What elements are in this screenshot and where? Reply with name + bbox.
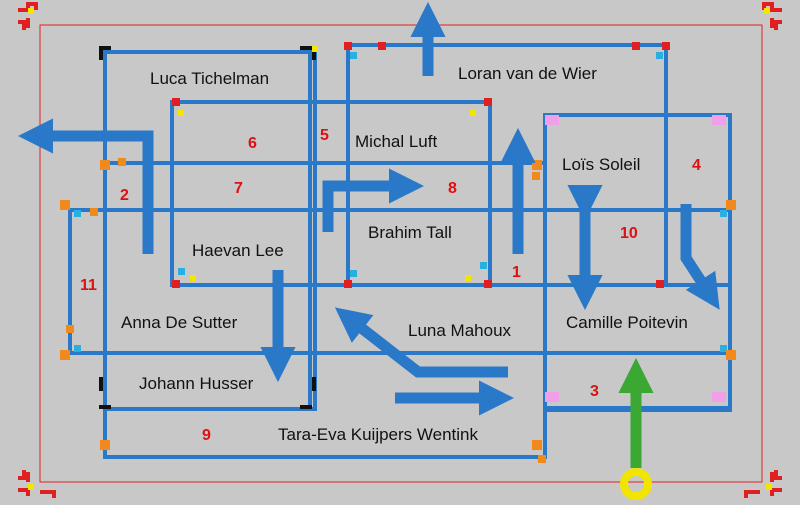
arrow-down-right-4 xyxy=(680,204,720,310)
label-loran: Loran van de Wier xyxy=(458,64,597,83)
room-number-11: 11 xyxy=(80,277,97,294)
room-number-9: 9 xyxy=(202,427,211,444)
corner-markers xyxy=(60,42,736,463)
label-lois: Loïs Soleil xyxy=(562,155,640,174)
label-luca: Luca Tichelman xyxy=(150,69,269,88)
label-johann: Johann Husser xyxy=(139,374,254,393)
label-luna: Luna Mahoux xyxy=(408,321,512,340)
room-number-4: 4 xyxy=(692,157,701,174)
label-tara: Tara-Eva Kuijpers Wentink xyxy=(278,425,478,444)
arrow-layer xyxy=(17,1,720,416)
label-anna: Anna De Sutter xyxy=(121,313,238,332)
outer-frame xyxy=(39,24,763,483)
corner-ornament-bottom-right xyxy=(744,470,782,498)
people-labels: Luca Tichelman Loran van de Wier Michal … xyxy=(121,64,688,444)
room-number-2: 2 xyxy=(120,187,129,204)
room-number-3: 3 xyxy=(590,383,599,400)
label-camille: Camille Poitevin xyxy=(566,313,688,332)
arrow-up-left-luna xyxy=(334,307,508,378)
room-number-7: 7 xyxy=(234,180,243,197)
label-michal: Michal Luft xyxy=(355,132,437,151)
arrow-right-brahim xyxy=(322,168,425,232)
corner-ornament-bottom-left xyxy=(18,470,56,498)
arrow-left-top xyxy=(17,118,154,254)
label-haevan: Haevan Lee xyxy=(192,241,284,260)
room-number-5: 5 xyxy=(320,127,329,144)
room-numbers: 1 2 3 4 5 6 7 8 9 10 11 xyxy=(80,127,701,444)
room-number-6: 6 xyxy=(248,135,257,152)
room-number-8: 8 xyxy=(448,180,457,197)
corner-ornament-top-left xyxy=(18,2,38,30)
room-number-10: 10 xyxy=(620,225,638,242)
corner-ornament-top-right xyxy=(762,2,782,30)
label-brahim: Brahim Tall xyxy=(368,223,452,242)
room-number-1: 1 xyxy=(512,264,521,281)
entrance-marker xyxy=(620,468,652,500)
